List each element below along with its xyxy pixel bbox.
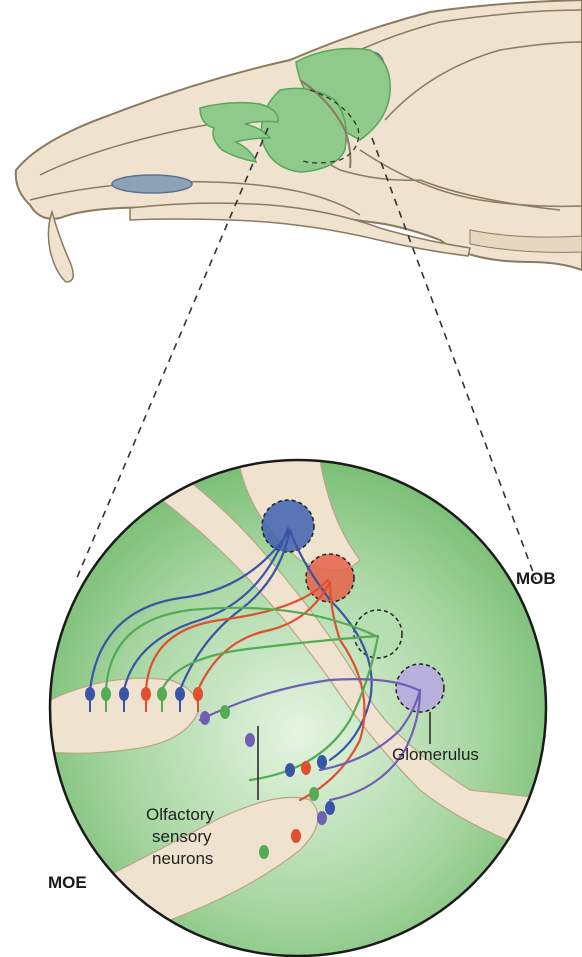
- magnified-view: [50, 460, 560, 956]
- neuron-cell-green: [259, 845, 269, 859]
- glomerulus-green: [354, 610, 402, 658]
- neuron-cell-blue: [317, 755, 327, 769]
- neuron-cell-red: [291, 829, 301, 843]
- neuron-cell-blue: [285, 763, 295, 777]
- glomerulus-blue: [262, 500, 314, 552]
- label-osn-line1: Olfactory: [146, 805, 215, 824]
- neuron-cell-purple: [245, 733, 255, 747]
- nasal-cavity-blue: [112, 175, 192, 193]
- incisor: [48, 212, 73, 282]
- neuron-cell-green: [309, 787, 319, 801]
- neuron-cell-green: [220, 705, 230, 719]
- neuron-cell-purple: [317, 811, 327, 825]
- neuron-cell-purple: [200, 711, 210, 725]
- label-mob: MOB: [516, 569, 556, 588]
- label-osn-line2: sensory: [152, 827, 212, 846]
- neuron-cell-red: [301, 761, 311, 775]
- label-moe: MOE: [48, 873, 87, 892]
- olfactory-epithelium-region: [261, 88, 346, 172]
- label-osn-line3: neurons: [152, 849, 213, 868]
- label-glomerulus: Glomerulus: [392, 745, 479, 764]
- neuron-cell-blue: [325, 801, 335, 815]
